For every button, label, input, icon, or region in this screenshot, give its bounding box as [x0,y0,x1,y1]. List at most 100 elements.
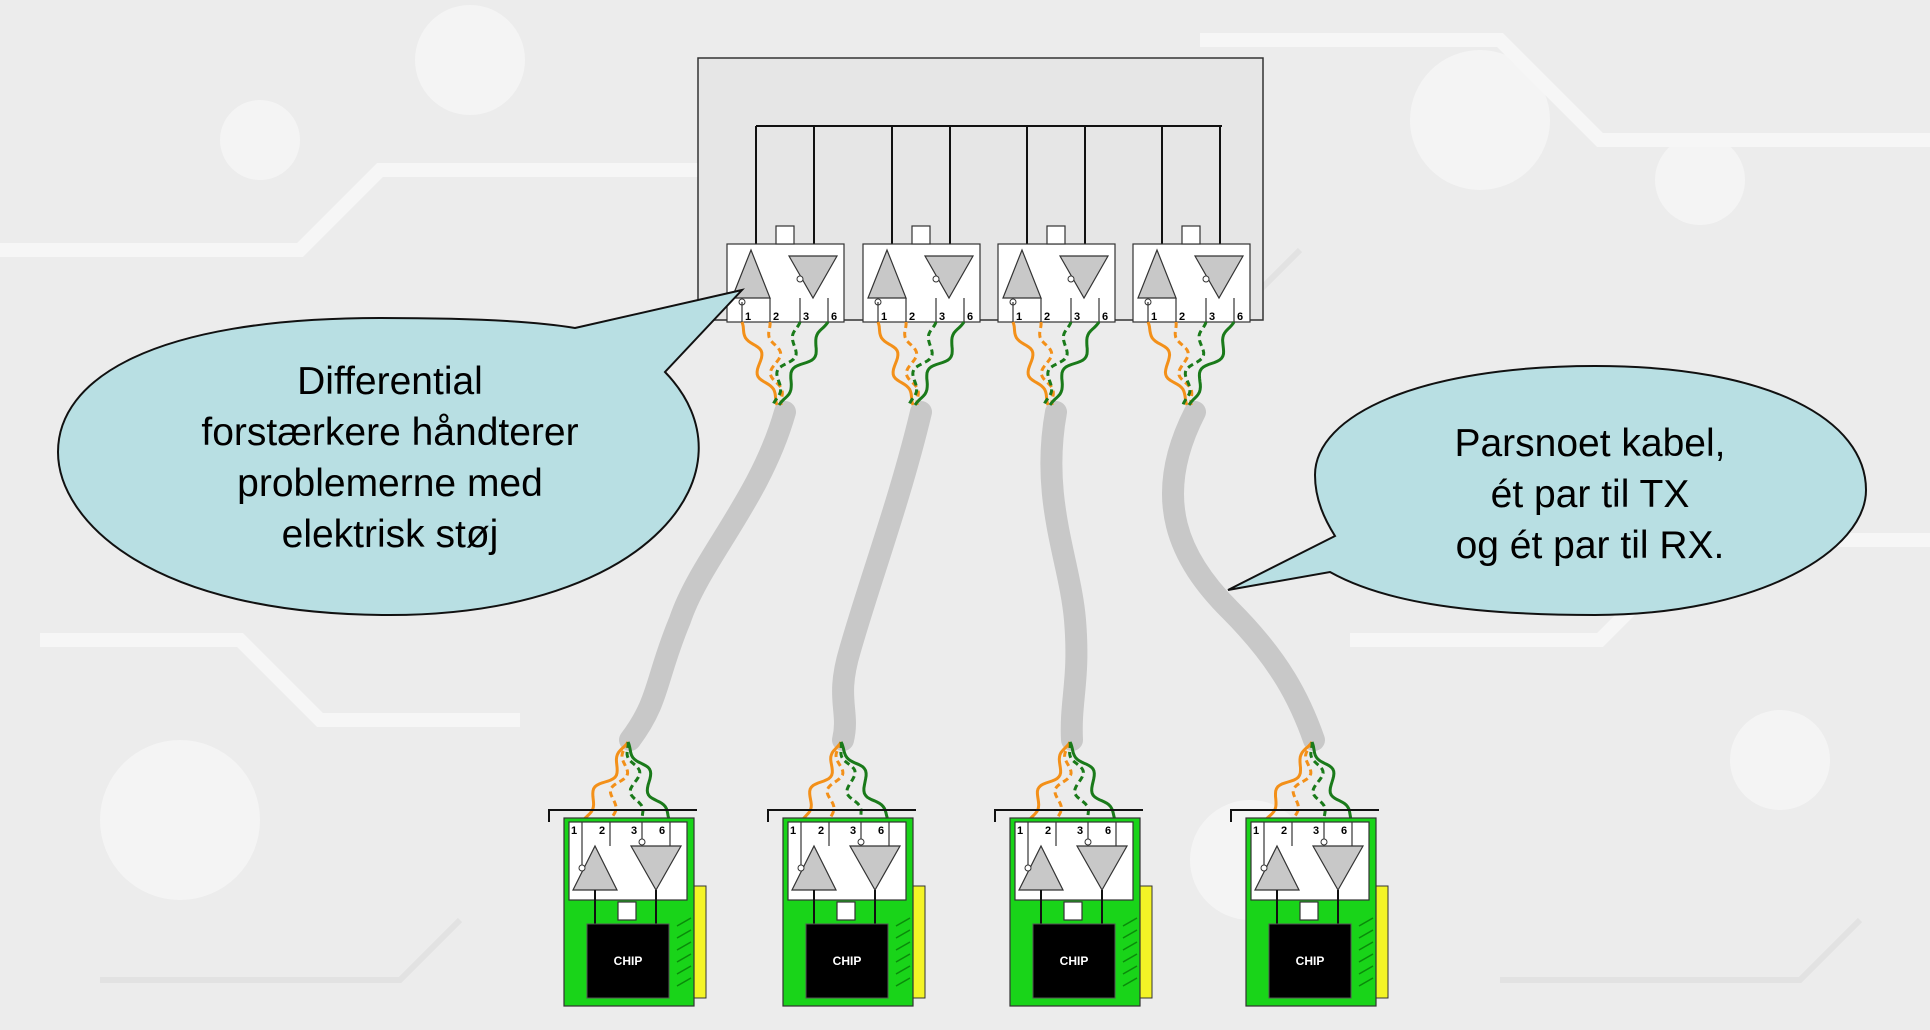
green-wire-dashed [771,321,802,406]
twisted-pair-cable [1162,401,1325,751]
pin-label: 3 [1074,311,1080,323]
green-wire-dashed [1181,321,1208,406]
pin-label: 3 [803,311,809,323]
hub-wire-pairs [1011,321,1101,406]
hub-wire-pairs [740,321,830,406]
transmit-amplifier [1311,845,1365,892]
inverting-input-dot [1320,838,1328,846]
hub-backplane [755,125,1222,256]
orange-wire-dashed [608,741,630,823]
hub-wire-pairs [1146,321,1236,406]
transmit-amplifier [848,845,902,892]
pin-label: 6 [1102,311,1108,323]
orange-wire [740,321,779,406]
left-callout-line: forstærkere håndterer [201,411,579,454]
chip [1032,923,1116,999]
chip-label: CHIP [1060,954,1089,968]
board-trace [895,953,911,963]
mounting-bracket [1230,809,1379,822]
chip-label: CHIP [614,954,643,968]
pin-label: 3 [939,311,945,323]
pin-label: 6 [878,825,884,837]
right-callout-line: Parsnoet kabel, [1454,422,1726,465]
orange-wire-dashed [1053,741,1073,823]
transmit-amplifier [731,248,771,299]
hub-port-tab [1181,225,1201,245]
pin-label: 3 [1077,825,1083,837]
orange-wire-dashed [1038,321,1055,406]
green-wire [777,321,830,406]
board-trace [1358,965,1374,975]
transmit-amplifier [867,248,907,299]
hub-port-tab [775,225,795,245]
board-trace [1122,977,1138,987]
orange-wire-dashed [1173,321,1194,406]
inverting-input-dot [638,838,646,846]
right-callout-line: ét par til TX [1490,473,1690,516]
orange-wire-dashed [1290,741,1314,823]
board-trace [676,965,692,975]
right-callout-line: og ét par til RX. [1455,524,1725,567]
green-wire-dashed [907,321,938,406]
inverting-input-dot [1084,838,1092,846]
pin-label: 6 [659,825,665,837]
pin-label: 1 [1016,311,1022,323]
card-edge-connector [1375,885,1389,999]
twisted-pair-cables [619,401,1325,751]
board-trace [895,965,911,975]
pin-label: 6 [1237,311,1243,323]
nic-port-tab [836,901,856,921]
twisted-pair-cable [619,401,796,751]
green-wire-dashed [625,741,645,823]
left-callout-line: elektrisk støj [281,513,499,556]
inverting-input-dot [1024,864,1032,872]
pin-label: 2 [1179,311,1185,323]
pin-label: 1 [1253,825,1259,837]
board-trace [895,977,911,987]
board-trace [1358,953,1374,963]
pin-label: 6 [967,311,973,323]
green-wire-dashed [1068,741,1090,823]
board-trace [895,929,911,939]
board-trace [895,917,911,927]
orange-wire-dashed [825,741,845,823]
pin-label: 1 [571,825,577,837]
pin-label: 2 [599,825,605,837]
green-wire [1048,321,1101,406]
chip [586,923,670,999]
nic-port-tab [1299,901,1319,921]
hub-port-tab [911,225,931,245]
pin-label: 3 [850,825,856,837]
pin-label: 3 [631,825,637,837]
pin-label: 3 [1209,311,1215,323]
pin-label: 1 [1017,825,1023,837]
pin-label: 1 [745,311,751,323]
pin-label: 2 [1044,311,1050,323]
board-trace [676,929,692,939]
board-trace [1358,977,1374,987]
inverting-input-dot [1067,275,1075,283]
chip [1268,923,1352,999]
board-trace [1358,941,1374,951]
green-wire-dashed [1042,321,1073,406]
board-trace [676,953,692,963]
board-trace [895,941,911,951]
nic-port-tab [617,901,637,921]
board-trace [1122,917,1138,927]
mounting-bracket [994,809,1143,822]
left-callout-bubble [56,288,745,617]
pin-label: 1 [790,825,796,837]
pin-label: 2 [909,311,915,323]
transmit-amplifier [629,845,683,892]
inverting-input-dot [797,864,805,872]
transmit-amplifier [1137,248,1177,299]
inverting-input-dot [796,275,804,283]
card-edge-connector [912,885,926,999]
